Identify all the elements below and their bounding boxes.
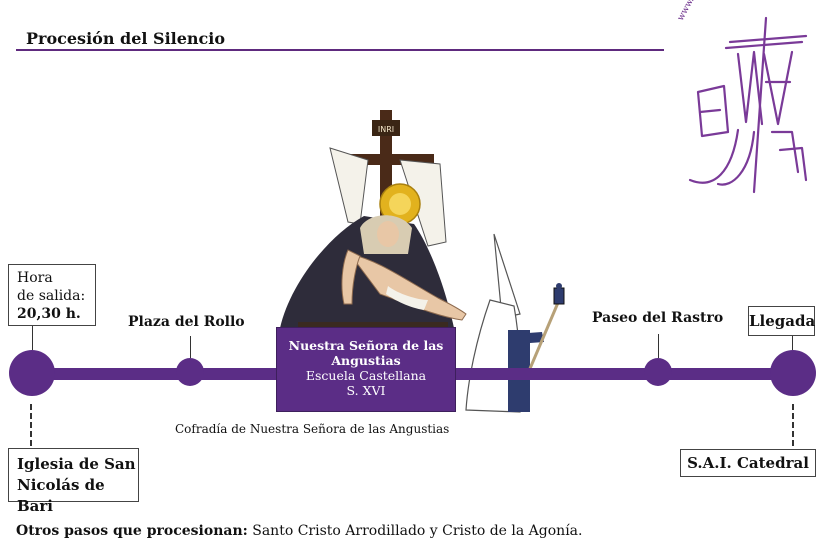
other-pasos-note: Otros pasos que procesionan: Santo Crist… xyxy=(16,523,582,539)
departure-time-label-1: Hora xyxy=(17,270,53,286)
paso-century: S. XVI xyxy=(346,383,386,398)
end-place: S.A.I. Catedral xyxy=(687,454,809,472)
title-underline xyxy=(16,49,664,51)
cofradia-name: Cofradía de Nuestra Señora de las Angust… xyxy=(175,422,450,436)
paso-school: Escuela Castellana xyxy=(305,368,427,383)
waypoint-connector-2 xyxy=(658,334,659,358)
start-place-line-1: Iglesia de San xyxy=(17,455,136,473)
paso-name-line-2: Angustias xyxy=(331,353,401,368)
start-place-line-2: Nicolás de Bari xyxy=(17,476,105,515)
pieta-illustration-icon: INRI xyxy=(280,110,467,332)
waypoint-label-plaza-del-rollo: Plaza del Rollo xyxy=(128,314,245,330)
waypoint-marker-paseo-del-rastro xyxy=(644,358,672,386)
start-dashed-connector xyxy=(30,404,32,446)
departure-time-box: Hora de salida: 20,30 h. xyxy=(8,264,96,326)
waypoint-marker-plaza-del-rollo xyxy=(176,358,204,386)
paso-name-line-1: Nuestra Señora de las xyxy=(288,338,444,353)
paso-info-box: Nuestra Señora de las Angustias Escuela … xyxy=(276,327,456,412)
waypoint-label-paseo-del-rastro: Paseo del Rastro xyxy=(592,310,724,326)
start-place-box: Iglesia de San Nicolás de Bari xyxy=(8,448,139,515)
inri-sign: INRI xyxy=(378,125,394,134)
end-dashed-connector xyxy=(792,404,794,446)
nazareno-figure-icon xyxy=(465,233,565,413)
semana-santa-logo-icon xyxy=(688,16,808,194)
start-connector xyxy=(32,326,33,350)
arrival-label-box: Llegada xyxy=(748,306,815,336)
end-connector xyxy=(792,336,793,350)
end-place-box: S.A.I. Catedral xyxy=(680,449,816,477)
start-point-marker xyxy=(9,350,55,396)
waypoint-connector-1 xyxy=(190,336,191,358)
end-point-marker xyxy=(770,350,816,396)
arrival-label: Llegada xyxy=(749,312,816,330)
other-pasos-lead: Otros pasos que procesionan: xyxy=(16,523,248,539)
other-pasos-text: Santo Cristo Arrodillado y Cristo de la … xyxy=(247,523,583,539)
departure-time-label-2: de salida: xyxy=(17,288,86,304)
page-title: Procesión del Silencio xyxy=(26,29,226,48)
departure-time-value: 20,30 h. xyxy=(17,306,81,322)
